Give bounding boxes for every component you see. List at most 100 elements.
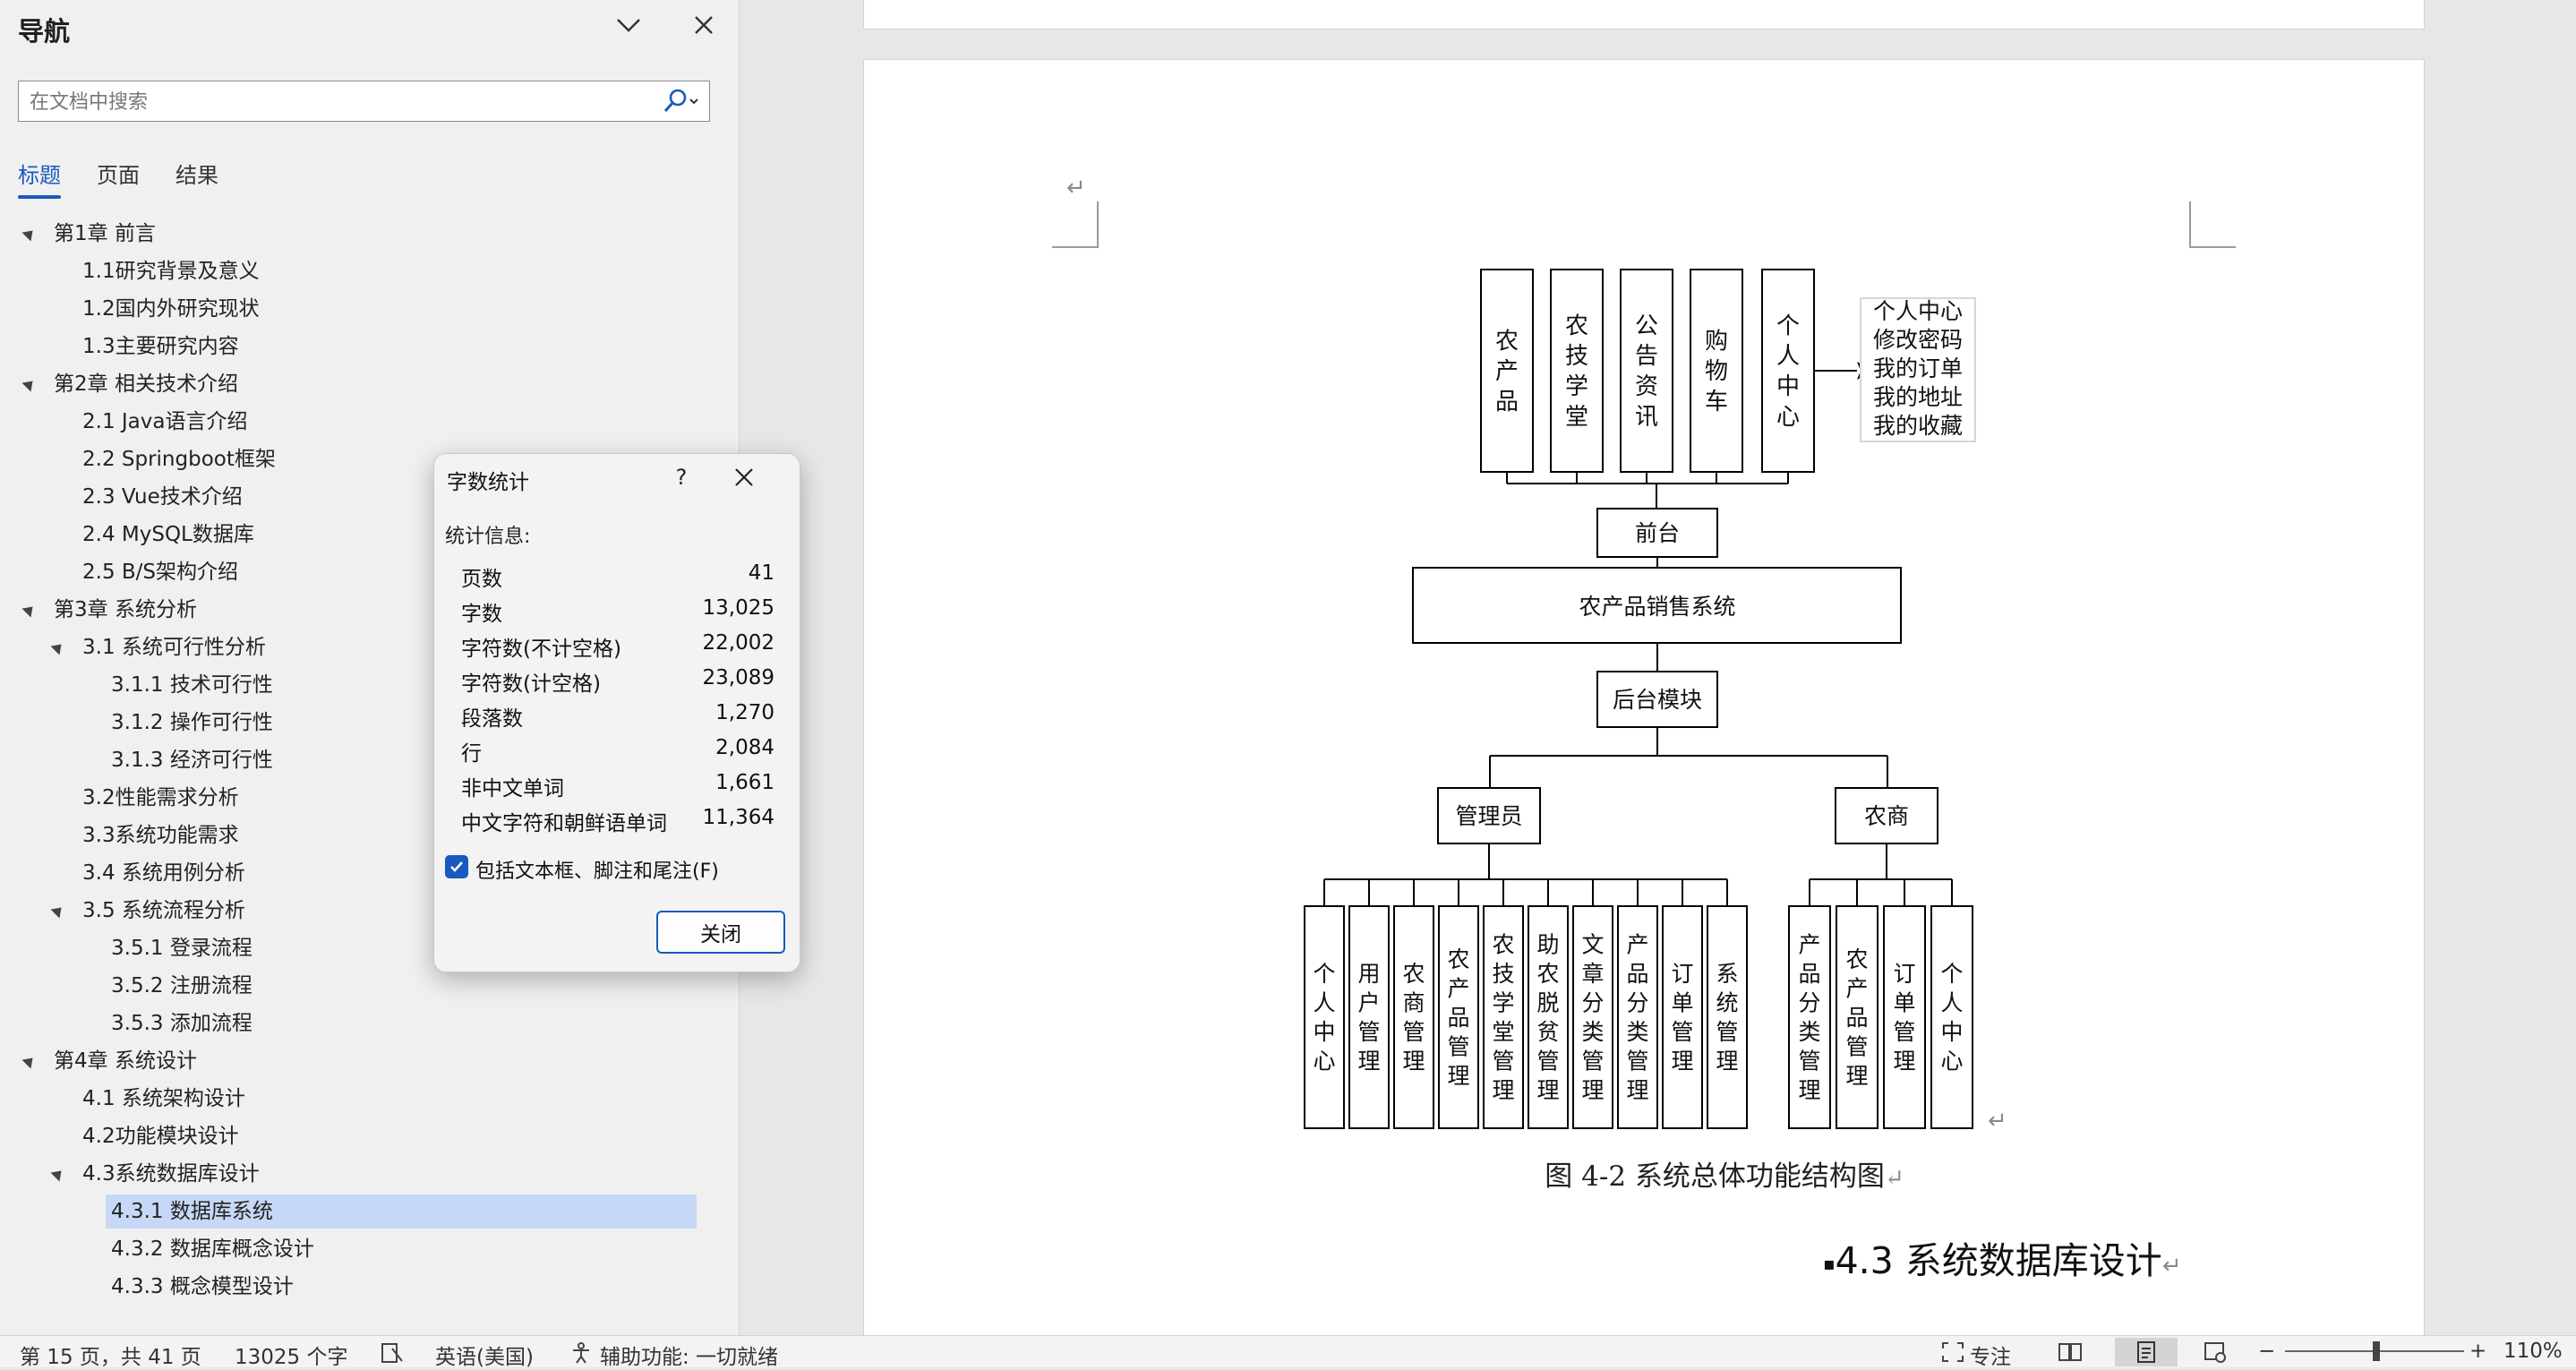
heading-item[interactable]: 3.1 系统可行性分析 [50,630,266,664]
svg-text:农: 农 [1845,946,1868,972]
stat-label: 字符数(不计空格) [461,638,621,661]
word-count[interactable]: 13025 个字 [235,1346,348,1369]
close-icon[interactable] [684,9,723,41]
expand-triangle-icon[interactable] [21,376,38,392]
heading-item[interactable]: 4.1 系统架构设计 [82,1082,245,1116]
read-mode-icon[interactable] [2050,1338,2090,1366]
admin-module-box [1483,905,1524,1129]
admin-module-label: 个人中心 [1313,961,1335,1075]
zoom-in-button[interactable]: + [2469,1340,2487,1363]
heading-item[interactable]: 第2章 相关技术介绍 [21,367,238,401]
checkbox-label[interactable]: 包括文本框、脚注和尾注(F) [475,861,719,883]
heading-item[interactable]: 第4章 系统设计 [21,1044,197,1078]
stat-value: 13,025 [702,596,775,620]
admin-module-box [1662,905,1703,1129]
crop-mark [2189,201,2236,248]
heading-item[interactable]: 3.3系统功能需求 [82,818,239,852]
focus-mode[interactable]: 专注 [1970,1346,2011,1369]
heading-item[interactable]: 4.3.1 数据库系统 [106,1194,697,1229]
expand-triangle-icon[interactable] [21,1053,38,1069]
heading-item[interactable]: 2.5 B/S架构介绍 [82,555,238,589]
front-module-box [1480,269,1534,473]
tab-2[interactable]: 结果 [175,163,218,188]
admin-label: 管理员 [1455,803,1522,829]
heading-item[interactable]: 3.1.3 经济可行性 [111,743,273,777]
chevron-down-icon[interactable] [609,9,648,41]
expand-triangle-icon[interactable] [50,639,66,655]
zoom-level[interactable]: 110% [2503,1340,2563,1363]
heading-item[interactable]: 4.2功能模块设计 [82,1119,239,1153]
stat-label: 字符数(计空格) [461,672,601,696]
heading-item[interactable]: 3.5.3 添加流程 [111,1006,252,1040]
heading-item[interactable]: 3.4 系统用例分析 [82,856,245,890]
caption-text: 图 4-2 系统总体功能结构图 [1545,1160,1885,1193]
paragraph-mark: ↵ [1988,1108,2007,1135]
heading-item[interactable]: 4.3系统数据库设计 [50,1157,260,1191]
zoom-slider-thumb[interactable] [2373,1341,2380,1361]
focus-icon[interactable] [1941,1341,1964,1368]
heading-item[interactable]: 3.5.2 注册流程 [111,969,252,1003]
stat-value: 1,270 [715,701,775,724]
close-button[interactable]: 关闭 [656,911,785,954]
stat-value: 1,661 [715,771,775,794]
heading-item[interactable]: 第1章 前言 [21,217,156,251]
admin-module-box [1438,905,1479,1129]
heading-item[interactable]: 2.3 Vue技术介绍 [82,480,243,514]
heading-item[interactable]: 3.2性能需求分析 [82,781,239,815]
heading-item[interactable]: 3.1.2 操作可行性 [111,706,273,740]
svg-text:理: 理 [1402,1049,1425,1075]
search-icon[interactable] [655,86,706,116]
heading-item[interactable]: 2.2 Springboot框架 [82,442,276,476]
tab-0[interactable]: 标题 [18,159,61,204]
heading-item[interactable]: 4.3.2 数据库概念设计 [111,1232,314,1266]
language[interactable]: 英语(美国) [435,1346,534,1369]
close-icon[interactable] [724,461,764,493]
svg-text:心: 心 [1940,1049,1963,1075]
heading-item[interactable]: 1.3主要研究内容 [82,330,239,364]
svg-text:告: 告 [1635,343,1658,370]
help-button[interactable]: ? [675,465,688,490]
heading-item[interactable]: 3.1.1 技术可行性 [111,668,273,702]
expand-triangle-icon[interactable] [50,903,66,919]
heading-label: 第1章 前言 [54,222,156,245]
heading-item[interactable]: 4.3.3 概念模型设计 [111,1270,294,1304]
expand-triangle-icon[interactable] [50,1166,66,1182]
include-textboxes-checkbox[interactable] [445,855,468,878]
heading-label: 1.2国内外研究现状 [82,297,260,321]
admin-module-box [1528,905,1569,1129]
stat-label: 字数 [461,603,502,626]
stat-label: 页数 [461,568,502,591]
proofing-icon[interactable] [380,1341,405,1370]
zoom-out-button[interactable]: − [2258,1340,2276,1363]
print-layout-icon[interactable] [2115,1338,2178,1366]
stat-row: 字数 13,025 [461,596,775,629]
admin-module-box [1617,905,1658,1129]
heading-item[interactable]: 第3章 系统分析 [21,593,197,627]
svg-text:农: 农 [1565,313,1588,339]
heading-item[interactable]: 3.5.1 登录流程 [111,931,252,965]
expand-triangle-icon[interactable] [21,602,38,618]
front-module-box [1620,269,1673,473]
svg-text:理: 理 [1581,1077,1604,1103]
heading-item[interactable]: 2.1 Java语言介绍 [82,405,247,439]
web-layout-icon[interactable] [2195,1338,2235,1366]
nav-search-input[interactable] [28,87,658,117]
document-area[interactable]: ↵ 农产品农技学堂公告资讯购物车个人中心个人中心修改密码我的订单我的地址我的收藏… [740,0,2576,1350]
heading-item[interactable]: 1.2国内外研究现状 [82,292,260,326]
accessibility-status[interactable]: 辅助功能: 一切就绪 [600,1346,779,1369]
svg-text:产: 产 [1845,975,1868,1001]
heading-label: 3.2性能需求分析 [82,786,239,809]
heading-item[interactable]: 3.5 系统流程分析 [50,894,245,928]
expand-triangle-icon[interactable] [21,226,38,242]
page-info[interactable]: 第 15 页，共 41 页 [20,1346,201,1369]
heading-item[interactable]: 2.4 MySQL数据库 [82,518,254,552]
svg-text:堂: 堂 [1565,404,1588,431]
tab-1[interactable]: 页面 [97,163,140,188]
personal-center-item: 个人中心 [1873,298,1963,324]
front-box [1596,508,1718,558]
heading-item[interactable]: 1.1研究背景及意义 [82,254,260,288]
